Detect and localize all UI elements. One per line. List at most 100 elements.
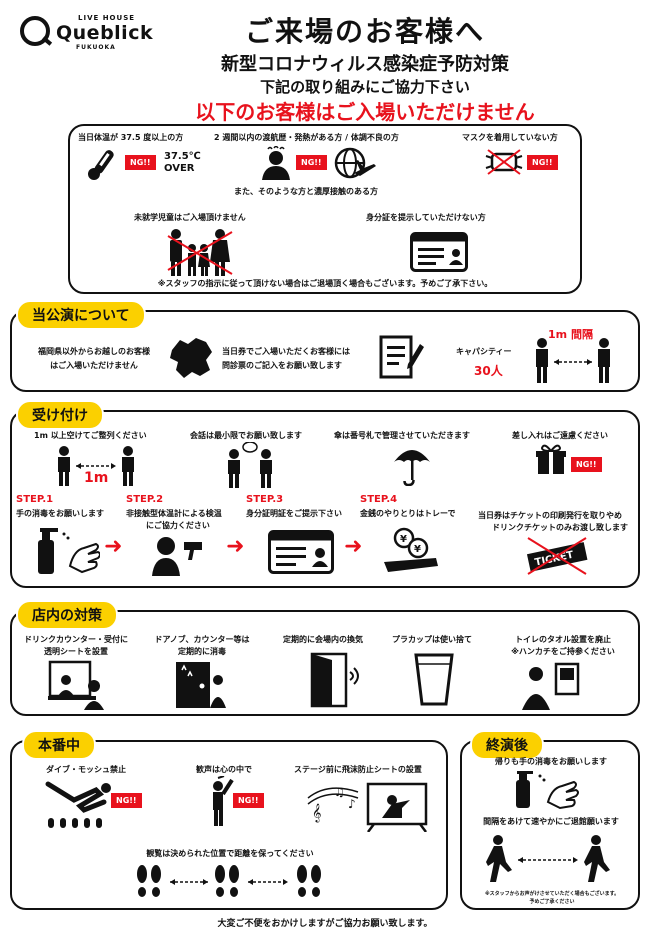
fever-label: 当日体温が 37.5 度以上の方 — [78, 133, 184, 142]
venue-item5-text-2: ※ハンカチをご持参ください — [511, 647, 615, 656]
staff-note: ※スタッフの指示に従って頂けない場合はご退場頂く場合もございます。予めご了承下さ… — [157, 279, 493, 288]
svg-text:𝄞: 𝄞 — [312, 803, 321, 823]
page-subtitle: 新型コロナウィルス感染症予防対策 — [221, 54, 509, 75]
sheet-label: ステージ前に飛沫防止シートの設置 — [294, 765, 422, 774]
step-arrow-3: ➜ — [344, 534, 363, 559]
fever-ng-badge: NG!! — [125, 155, 156, 170]
plastic-cup-icon — [414, 652, 454, 706]
counter-sheet-icon — [48, 660, 106, 710]
show-tag: 本番中 — [22, 730, 96, 760]
disinfect-door-icon — [174, 660, 228, 710]
fukuoka-map-icon — [166, 334, 216, 380]
talking-people-icon — [224, 442, 278, 488]
fukuoka-text-2: はご入場いただけません — [50, 361, 138, 370]
footer-text: 大変ご不便をおかけしますがご協力お願い致します。 — [217, 919, 433, 929]
cheering-person-icon — [204, 776, 234, 826]
mask-crossed-icon — [484, 148, 524, 176]
step2-title: STEP.2 — [126, 494, 164, 505]
dive-ng-badge: NG!! — [111, 793, 142, 808]
gift-box-icon — [536, 444, 566, 476]
svg-text:¥: ¥ — [414, 544, 421, 555]
step-arrow-2: ➜ — [226, 534, 245, 559]
walking-people-icon — [484, 834, 616, 884]
restroom-hand-dryer-icon — [522, 662, 582, 710]
step4-text: 金銭のやりとりはトレーで — [360, 509, 456, 518]
reception-tag: 受け付け — [16, 400, 104, 430]
after-panel — [460, 740, 640, 910]
questionnaire-icon — [378, 334, 424, 384]
gift-label: 差し入れはご遠慮ください — [512, 431, 608, 440]
venue-item1-text-2: 透明シートを設置 — [44, 647, 108, 656]
ticket-note-1: 当日券はチケットの印刷発行を取りやめ — [478, 511, 622, 520]
ticket-note-2: ドリンクチケットのみお渡し致します — [492, 523, 628, 532]
after-sanitizer-icon — [514, 770, 584, 810]
temperature-check-icon — [150, 532, 206, 576]
capacity-value: 30人 — [474, 364, 503, 378]
logo-name: Queblick — [56, 22, 154, 44]
step3-text: 身分証明証をご提示下さい — [246, 509, 342, 518]
hand-sanitizer-icon — [36, 526, 100, 576]
thermometer-icon — [84, 146, 120, 182]
after-leave-label: 間隔をあけて速やかにご退館願います — [483, 817, 619, 826]
line-label: 1m 以上空けてご整列ください — [34, 431, 147, 440]
stage-performer-sheet-icon: 𝄞 ♫♪ — [306, 778, 430, 832]
queue-people-icon — [56, 446, 136, 486]
entry-warning: 以下のお客様はご入場いただけません — [195, 100, 535, 124]
ticket-text-2: 問診票のご記入をお願い致します — [222, 361, 342, 370]
step-arrow-1: ➜ — [104, 534, 123, 559]
after-note-1: ※スタッフからお声がけさせていただく場合もございます。 — [484, 891, 620, 897]
mask-ng-badge: NG!! — [527, 155, 558, 170]
id-card-step-icon — [268, 530, 334, 574]
cheer-label: 歓声は心の中で — [196, 765, 252, 774]
venue-logo: LIVE HOUSE Queblick FUKUOKA — [20, 14, 154, 51]
children-label: 未就学児童はご入場頂けません — [134, 213, 246, 222]
coin-tray-icon: ¥¥ — [380, 524, 440, 574]
family-crossed-icon — [162, 226, 234, 278]
fever-over: OVER — [164, 163, 195, 174]
travel-label: 2 週間以内の渡航歴・発熱がある方 / 体調不良の方 — [214, 133, 399, 142]
venue-item2-text-1: ドアノブ、カウンター等は — [154, 635, 250, 644]
sick-person-icon — [258, 146, 294, 180]
talk-label: 会話は最小限でお願い致します — [190, 431, 302, 440]
venue-item3-text: 定期的に会場内の換気 — [283, 635, 363, 644]
ticket-text-1: 当日券でご入場いただくお客様には — [222, 347, 350, 356]
id-label: 身分証を提示していただけない方 — [366, 213, 486, 222]
step1-text: 手の消毒をお願いします — [16, 509, 104, 518]
after-sanitize-label: 帰りも手の消毒をお願いします — [495, 757, 607, 766]
step2-text-2: にご協力ください — [146, 521, 210, 530]
venue-item1-text-1: ドリンクカウンター・受付に — [24, 635, 128, 644]
floor-footprints-icon — [132, 864, 332, 900]
globe-airplane-icon — [334, 146, 378, 182]
stage-dive-icon — [44, 776, 114, 828]
after-tag: 終演後 — [470, 730, 544, 760]
mask-label: マスクを着用していない方 — [462, 133, 558, 142]
line-distance: 1m — [84, 470, 109, 486]
venue-tag: 店内の対策 — [16, 600, 118, 630]
svg-text:♫: ♫ — [334, 785, 345, 799]
venue-item4-text: プラカップは使い捨て — [392, 635, 472, 644]
distancing-people-icon — [534, 338, 612, 384]
step1-title: STEP.1 — [16, 494, 54, 505]
umbrella-icon — [392, 444, 432, 486]
svg-text:♪: ♪ — [348, 797, 356, 811]
restrictions-panel — [68, 124, 582, 294]
contact-label: また、そのような方と濃厚接触のある方 — [234, 187, 378, 196]
dive-label: ダイブ・モッシュ禁止 — [46, 765, 126, 774]
position-label: 観覧は決められた位置で距離を保ってください — [146, 849, 314, 858]
logo-tagline: LIVE HOUSE — [78, 14, 136, 22]
venue-item2-text-2: 定期的に消毒 — [178, 647, 226, 656]
travel-ng-badge: NG!! — [296, 155, 327, 170]
step4-title: STEP.4 — [360, 494, 398, 505]
page-title: ご来場のお客様へ — [244, 15, 485, 48]
logo-q-mark-icon — [20, 16, 50, 46]
ticket-crossed-icon: TICKET — [524, 534, 590, 578]
open-door-icon — [310, 652, 360, 708]
distance-label: 1m 間隔 — [548, 328, 593, 341]
request-text: 下記の取り組みにご協力下さい — [260, 78, 470, 96]
fukuoka-text-1: 福岡県以外からお越しのお客様 — [38, 347, 150, 356]
svg-text:¥: ¥ — [400, 534, 407, 545]
id-card-icon — [410, 232, 468, 272]
capacity-label: キャパシティー — [456, 347, 512, 356]
fever-value: 37.5℃ — [164, 151, 201, 162]
gift-ng-badge: NG!! — [571, 457, 602, 472]
